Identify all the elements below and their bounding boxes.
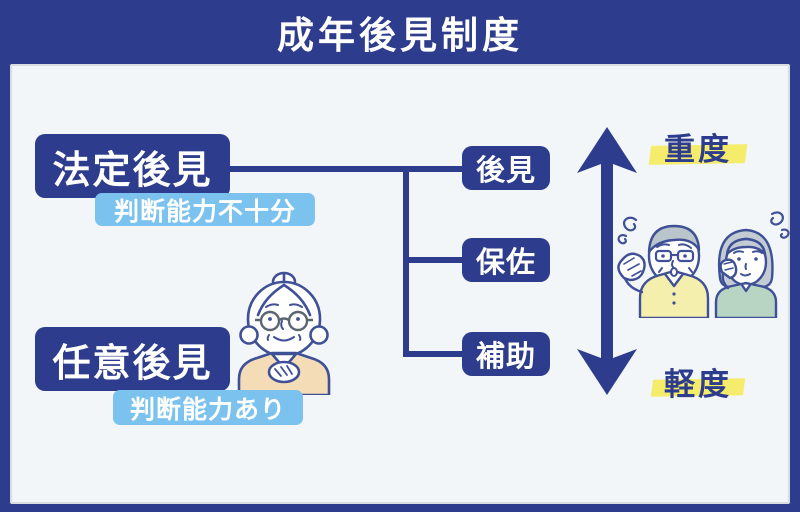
type-kouken-label: 後見 bbox=[475, 155, 536, 187]
voluntary-guardianship-box: 任意後見 bbox=[35, 327, 230, 391]
severity-high: 重度 bbox=[648, 124, 748, 169]
type-hosa-label: 保佐 bbox=[475, 247, 536, 279]
severity-low: 軽度 bbox=[648, 359, 748, 404]
page-title: 成年後見制度 bbox=[277, 15, 523, 56]
type-box-hosa: 保佐 bbox=[462, 238, 550, 282]
legal-caption-pill: 判断能力不十分 bbox=[95, 193, 315, 226]
legal-guardianship-box: 法定後見 bbox=[35, 134, 230, 198]
type-hojo-label: 補助 bbox=[475, 341, 536, 373]
severity-low-label: 軽度 bbox=[664, 367, 732, 402]
legal-caption-label: 判断能力不十分 bbox=[113, 197, 296, 226]
voluntary-caption-label: 判断能力あり bbox=[129, 395, 286, 424]
legal-guardianship-label: 法定後見 bbox=[52, 149, 213, 192]
type-box-kouken: 後見 bbox=[462, 146, 550, 190]
severity-high-label: 重度 bbox=[664, 132, 732, 167]
double-headed-vertical-arrow-icon bbox=[577, 127, 637, 395]
confused-elderly-couple-illustration bbox=[617, 211, 790, 318]
connector-line-main bbox=[228, 166, 464, 172]
type-box-hojo: 補助 bbox=[462, 332, 550, 376]
elderly-woman-illustration bbox=[237, 271, 331, 395]
connector-line-hosa bbox=[403, 257, 463, 263]
voluntary-caption-pill: 判断能力あり bbox=[113, 390, 303, 425]
voluntary-guardianship-label: 任意後見 bbox=[52, 342, 213, 385]
connector-line-hojo bbox=[403, 351, 463, 357]
